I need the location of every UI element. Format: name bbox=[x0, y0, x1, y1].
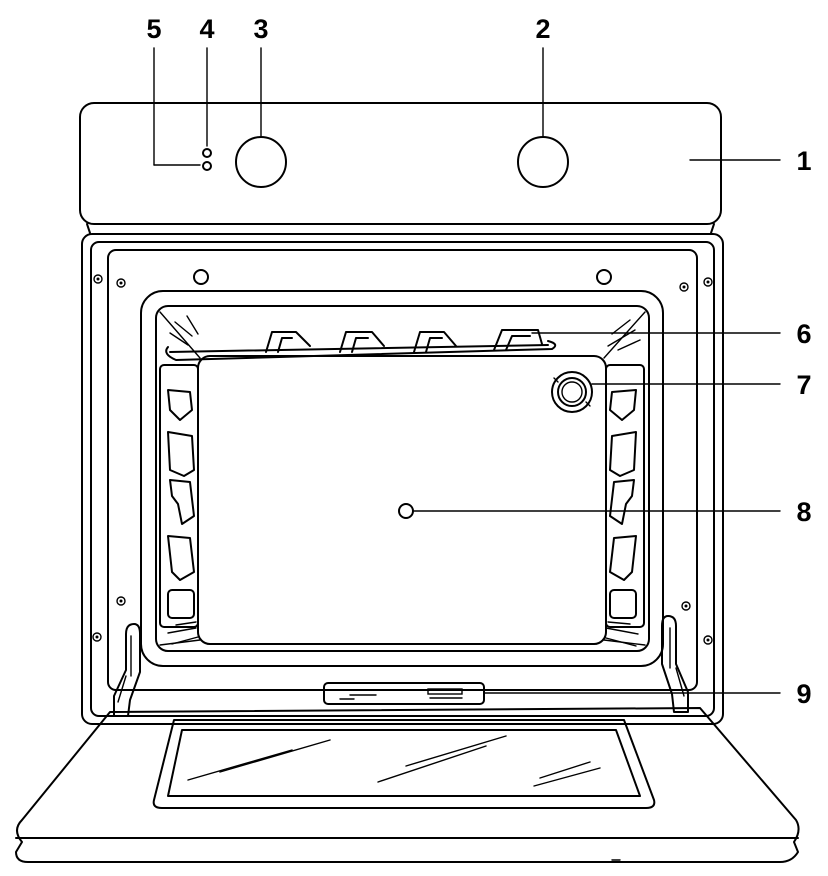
indicator-lamp-bottom bbox=[202, 161, 212, 171]
screw bbox=[679, 282, 689, 292]
oven-cavity bbox=[140, 290, 664, 667]
callout-labels: 5 4 3 2 1 6 7 8 9 bbox=[146, 14, 811, 709]
screw bbox=[116, 596, 126, 606]
top-vent-right bbox=[596, 269, 612, 285]
shelf-supports-left bbox=[159, 364, 199, 628]
oven-frame bbox=[81, 233, 724, 725]
callout-1: 1 bbox=[796, 146, 811, 176]
grill-heating-element bbox=[165, 329, 557, 361]
leader-lines bbox=[153, 47, 781, 694]
frame-screws bbox=[92, 274, 713, 645]
callout-6: 6 bbox=[796, 319, 811, 349]
thermostat-knob bbox=[235, 136, 287, 188]
rating-plate bbox=[323, 682, 485, 705]
control-panel bbox=[79, 102, 722, 234]
hinge-left bbox=[113, 623, 141, 717]
callout-2: 2 bbox=[535, 14, 550, 44]
rear-fan-cover bbox=[398, 503, 414, 519]
screw bbox=[681, 601, 691, 611]
hinge-right bbox=[661, 615, 689, 713]
callout-8: 8 bbox=[796, 497, 811, 527]
callout-5: 5 bbox=[146, 14, 161, 44]
screw bbox=[703, 635, 713, 645]
selector-knob bbox=[517, 136, 569, 188]
screw bbox=[93, 274, 103, 284]
screw bbox=[92, 632, 102, 642]
callout-9: 9 bbox=[796, 679, 811, 709]
callout-7: 7 bbox=[796, 370, 811, 400]
screw bbox=[116, 278, 126, 288]
callout-3: 3 bbox=[253, 14, 268, 44]
door-glass bbox=[152, 719, 656, 809]
oven-light bbox=[551, 371, 593, 413]
shelf-supports-right bbox=[605, 364, 645, 628]
screw bbox=[703, 277, 713, 287]
oven-door bbox=[15, 707, 800, 863]
callout-4: 4 bbox=[199, 14, 214, 44]
top-vent-left bbox=[193, 269, 209, 285]
indicator-lamp-top bbox=[202, 148, 212, 158]
